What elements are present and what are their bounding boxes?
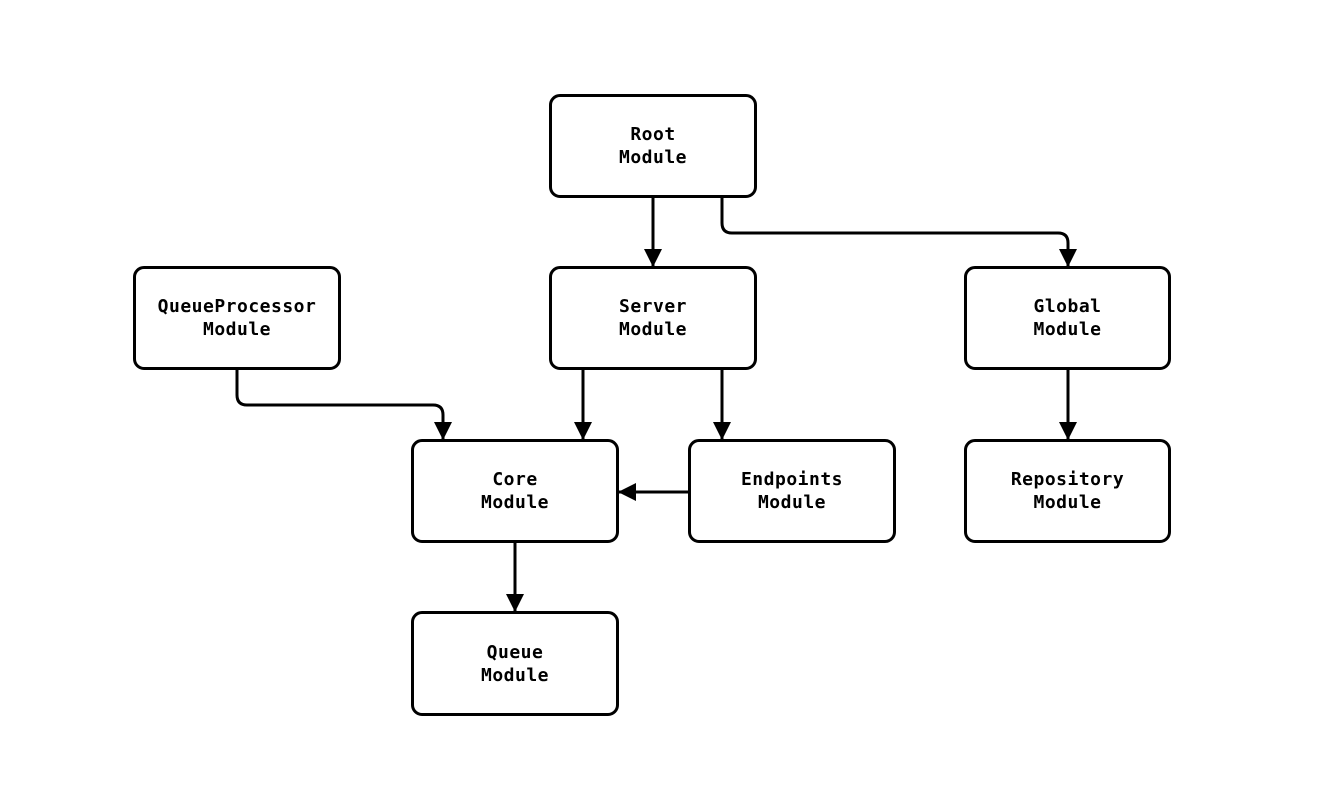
node-server-module: Server Module [549,266,757,370]
node-core-module: Core Module [411,439,619,543]
node-repository-module: Repository Module [964,439,1171,543]
edge-root-to-global [720,198,1077,267]
node-global-module: Global Module [964,266,1171,370]
node-queue-module: Queue Module [411,611,619,716]
node-queueprocessor-module: QueueProcessor Module [133,266,341,370]
edge-queueprocessor-to-core [235,370,452,440]
node-endpoints-module: Endpoints Module [688,439,896,543]
node-root-module: Root Module [549,94,757,198]
